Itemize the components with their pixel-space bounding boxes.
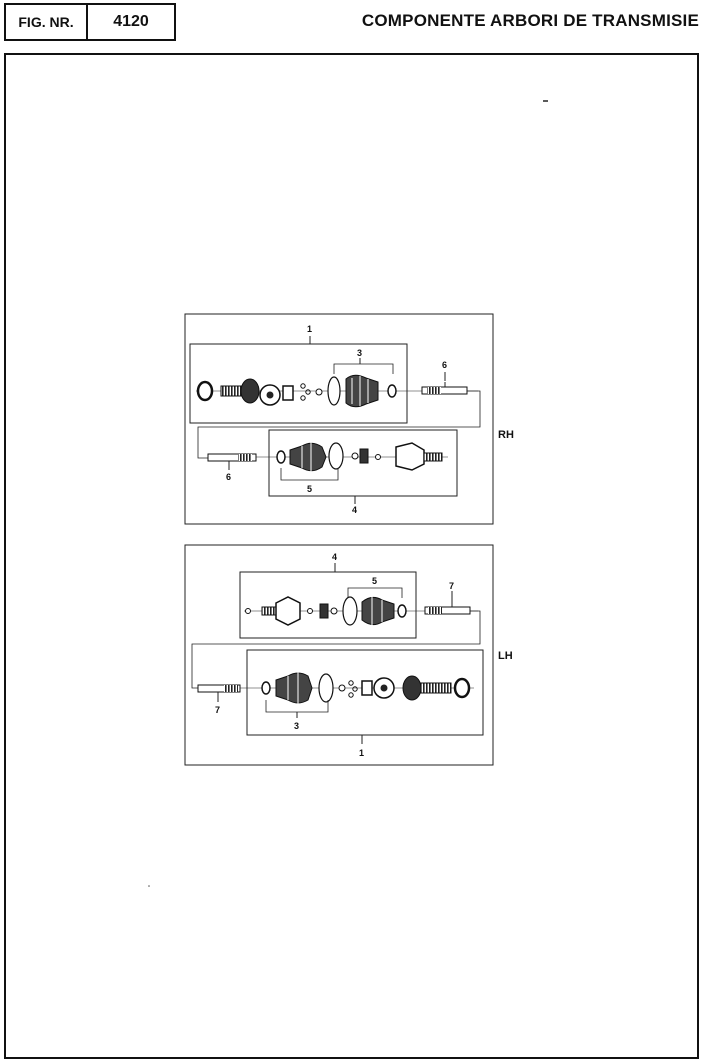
rh-side-label: RH xyxy=(498,429,514,441)
lh-callout-1: 1 xyxy=(359,748,364,758)
lh-shaft-upper: 7 xyxy=(191,581,481,689)
scan-dot xyxy=(148,885,150,887)
rh-callout-3: 3 xyxy=(357,348,362,358)
lh-group: 4 5 7 1 xyxy=(184,544,513,766)
rh-callout-5: 5 xyxy=(307,484,312,494)
rh-group: 1 3 6 xyxy=(184,313,514,525)
lh-shaft-lower: 7 xyxy=(197,684,241,715)
lh-callout-7-bottom: 7 xyxy=(215,705,220,715)
lh-callout-5: 5 xyxy=(372,576,377,586)
figure-number-box: FIG. NR. 4120 xyxy=(4,3,176,41)
lh-side-label: LH xyxy=(498,650,513,662)
lh-outer-joint-parts xyxy=(240,672,474,704)
rh-callout-6-bottom: 6 xyxy=(226,472,231,482)
figure-label: FIG. NR. xyxy=(6,5,88,39)
rh-inner-joint-parts xyxy=(276,442,448,472)
rh-outer-joint-parts xyxy=(196,374,478,408)
rh-callout-6-top: 6 xyxy=(442,360,447,370)
rh-shaft-upper: 6 xyxy=(197,360,481,459)
lh-inner-joint-parts xyxy=(244,596,478,626)
lh-callout-3: 3 xyxy=(294,721,299,731)
rh-callout-4: 4 xyxy=(352,505,357,515)
rh-callout-1: 1 xyxy=(307,324,312,334)
rh-shaft-lower: 6 xyxy=(207,453,276,482)
figure-number: 4120 xyxy=(113,13,149,30)
diagram-frame xyxy=(4,53,699,1059)
lh-callout-4: 4 xyxy=(332,552,337,562)
page-title: COMPONENTE ARBORI DE TRANSMISIE xyxy=(361,11,699,30)
lh-callout-7-top: 7 xyxy=(449,581,454,591)
